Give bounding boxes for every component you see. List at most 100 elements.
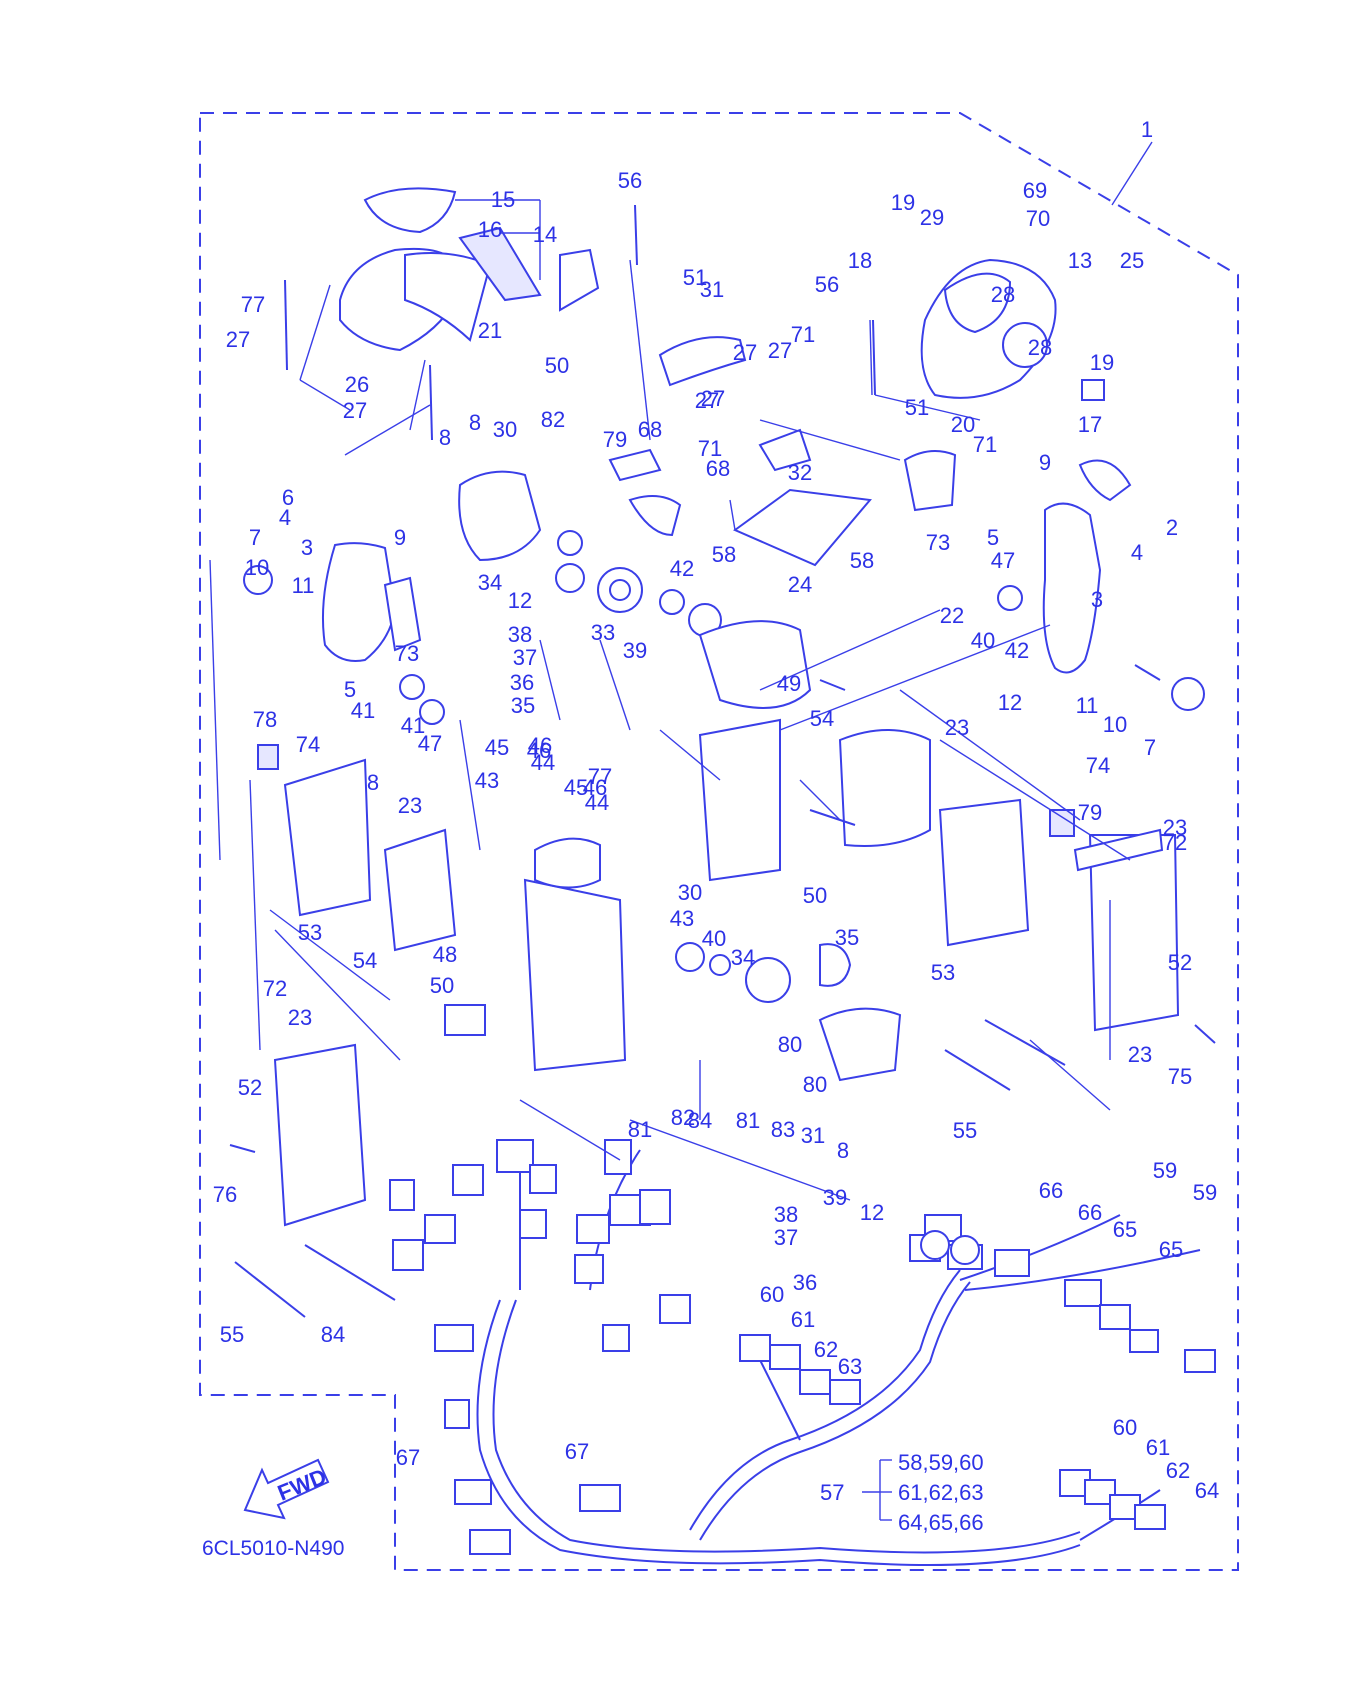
callout-numbers: 1233445567788889910101111121212131415161…	[213, 117, 1219, 1503]
callout-10: 10	[1103, 712, 1127, 737]
callout-3: 3	[301, 535, 313, 560]
callout-7: 7	[1144, 735, 1156, 760]
callout-80: 80	[778, 1032, 802, 1057]
callout-27: 27	[768, 338, 792, 363]
callout-50: 50	[545, 353, 569, 378]
callout-41: 41	[401, 713, 425, 738]
callout-61: 61	[791, 1307, 815, 1332]
callout-23: 23	[288, 1005, 312, 1030]
callout-79: 79	[1078, 800, 1102, 825]
callout-51: 51	[905, 395, 929, 420]
callout-58: 58	[712, 542, 736, 567]
callout-82: 82	[541, 407, 565, 432]
callout-22: 22	[940, 603, 964, 628]
board-52-right	[938, 798, 1030, 947]
callout-52: 52	[1168, 950, 1192, 975]
diagram-code: 6CL5010-N490	[202, 1537, 344, 1560]
callout-62: 62	[1166, 1458, 1190, 1483]
callout-75: 75	[1168, 1064, 1192, 1089]
callout-36: 36	[793, 1270, 817, 1295]
callout-79: 79	[603, 427, 627, 452]
callout-49: 49	[777, 671, 801, 696]
callout-52: 52	[238, 1075, 262, 1100]
group-57-legend: 57 58,59,60 61,62,63 64,65,66	[820, 1450, 984, 1535]
callout-73: 73	[926, 530, 950, 555]
callout-71: 71	[973, 432, 997, 457]
callout-66: 66	[1039, 1178, 1063, 1203]
callout-42: 42	[670, 556, 694, 581]
callout-76: 76	[213, 1182, 237, 1207]
callout-4: 4	[1131, 540, 1143, 565]
callout-70: 70	[1026, 206, 1050, 231]
wiring-harness-57	[476, 1140, 1201, 1566]
callout-45: 45	[564, 775, 588, 800]
callout-83: 83	[771, 1117, 795, 1142]
central-mechanism	[458, 448, 812, 709]
callout-82: 82	[671, 1105, 695, 1130]
callout-47: 47	[991, 548, 1015, 573]
callout-59: 59	[1193, 1180, 1217, 1205]
callout-65: 65	[1113, 1217, 1137, 1242]
callout-24: 24	[788, 572, 812, 597]
callout-38: 38	[774, 1202, 798, 1227]
callout-55: 55	[220, 1322, 244, 1347]
callout-58: 58	[850, 548, 874, 573]
callout-50: 50	[430, 973, 454, 998]
callout-78: 78	[253, 707, 277, 732]
group-57-line-2: 61,62,63	[898, 1480, 984, 1505]
callout-28: 28	[1028, 335, 1052, 360]
callout-37: 37	[774, 1225, 798, 1250]
callout-23: 23	[1128, 1042, 1152, 1067]
callout-54: 54	[353, 948, 377, 973]
callout-30: 30	[678, 880, 702, 905]
callout-4: 4	[279, 505, 291, 530]
callout-66: 66	[1078, 1200, 1102, 1225]
callout-6: 6	[282, 485, 294, 510]
callout-55: 55	[953, 1118, 977, 1143]
callout-20: 20	[951, 412, 975, 437]
callout-38: 38	[508, 622, 532, 647]
callout-27: 27	[733, 340, 757, 365]
callout-8: 8	[469, 410, 481, 435]
group-57-line-3: 64,65,66	[898, 1510, 984, 1535]
control-lever-right	[997, 459, 1205, 711]
callout-81: 81	[628, 1117, 652, 1142]
callout-44: 44	[531, 750, 555, 775]
callout-44: 44	[585, 790, 609, 815]
callout-15: 15	[491, 187, 515, 212]
callout-12: 12	[508, 588, 532, 613]
callout-16: 16	[478, 217, 502, 242]
callout-31: 31	[700, 277, 724, 302]
assembly-boundary	[199, 112, 1239, 1571]
callout-46: 46	[583, 775, 607, 800]
callout-3: 3	[1091, 587, 1103, 612]
callout-43: 43	[670, 906, 694, 931]
callout-19: 19	[891, 190, 915, 215]
callout-69: 69	[1023, 178, 1047, 203]
callout-1: 1	[1141, 117, 1153, 142]
callout-23: 23	[945, 715, 969, 740]
callout-77: 77	[588, 764, 612, 789]
callout-9: 9	[394, 525, 406, 550]
callout-60: 60	[760, 1282, 784, 1307]
callout-37: 37	[513, 645, 537, 670]
callout-74: 74	[296, 732, 320, 757]
callout-84: 84	[688, 1108, 712, 1133]
callout-41: 41	[351, 698, 375, 723]
callout-11: 11	[292, 573, 315, 598]
control-units-center	[383, 718, 931, 1072]
panel-24	[733, 488, 872, 567]
callout-46: 46	[528, 733, 552, 758]
callout-72: 72	[1163, 830, 1187, 855]
callout-68: 68	[638, 417, 662, 442]
callout-71: 71	[698, 436, 722, 461]
callout-25: 25	[1120, 248, 1144, 273]
callout-14: 14	[533, 222, 557, 247]
callout-27: 27	[695, 388, 719, 413]
callout-34: 34	[731, 945, 755, 970]
callout-84: 84	[321, 1322, 345, 1347]
callout-27: 27	[226, 327, 250, 352]
callout-31: 31	[801, 1123, 825, 1148]
callout-63: 63	[838, 1354, 862, 1379]
